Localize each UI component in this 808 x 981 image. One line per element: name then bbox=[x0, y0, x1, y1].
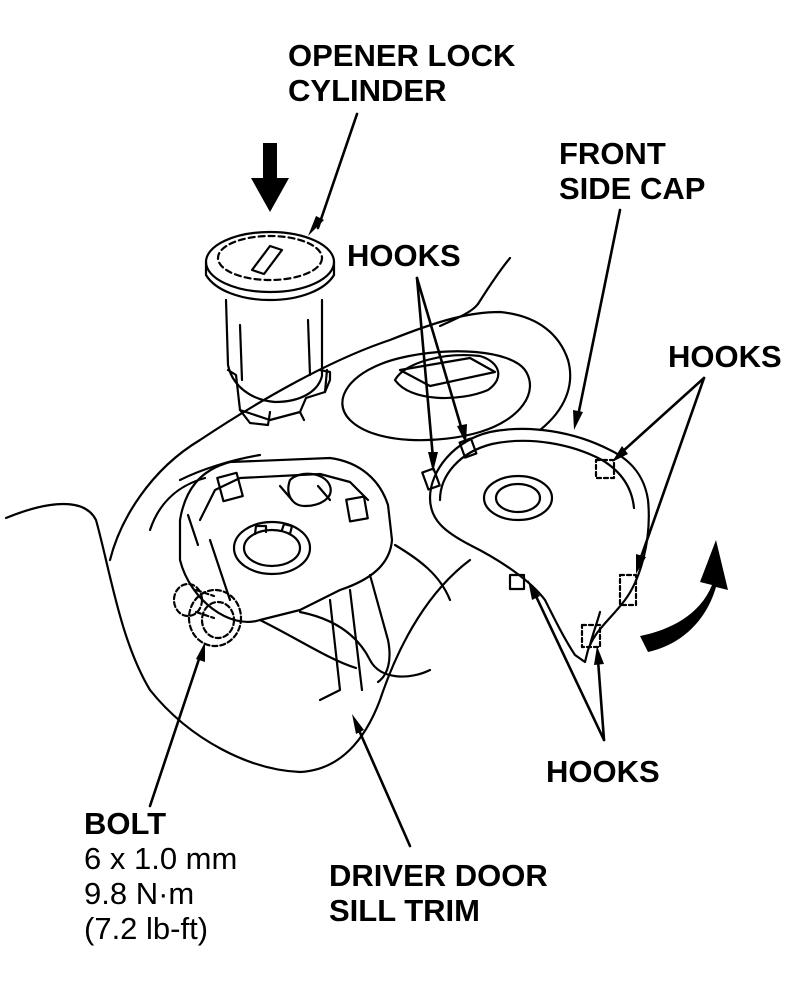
push-arrow-icon bbox=[251, 143, 289, 212]
label-hooks-upper-left: HOOKS bbox=[347, 238, 461, 273]
bolt-part bbox=[172, 582, 243, 648]
label-line: CYLINDER bbox=[288, 73, 447, 108]
bolt-spec-torque-lbft: (7.2 lb-ft) bbox=[84, 911, 209, 946]
sill-trim-part bbox=[4, 256, 572, 774]
label-text: HOOKS bbox=[347, 238, 461, 273]
label-bolt: BOLT 6 x 1.0 mm 9.8 N·m (7.2 lb-ft) bbox=[84, 806, 237, 946]
label-front-side-cap: FRONT SIDE CAP bbox=[559, 136, 705, 206]
bolt-spec-torque-nm: 9.8 N·m bbox=[84, 876, 195, 911]
label-line: DRIVER DOOR bbox=[329, 858, 548, 893]
rotate-arrow-icon bbox=[640, 540, 728, 652]
front-side-cap-part bbox=[421, 427, 650, 664]
label-line: SIDE CAP bbox=[559, 171, 706, 206]
label-line: SILL TRIM bbox=[329, 893, 480, 928]
label-line: OPENER LOCK bbox=[288, 38, 516, 73]
label-driver-door-sill-trim: DRIVER DOOR SILL TRIM bbox=[329, 858, 548, 928]
label-hooks-upper-right: HOOKS bbox=[668, 339, 782, 374]
bolt-spec-size: 6 x 1.0 mm bbox=[84, 841, 238, 876]
lock-cylinder-part bbox=[204, 230, 336, 427]
label-text: HOOKS bbox=[546, 754, 660, 789]
label-opener-lock-cylinder: OPENER LOCK CYLINDER bbox=[288, 38, 515, 108]
label-hooks-lower: HOOKS bbox=[546, 754, 660, 789]
label-text: HOOKS bbox=[668, 339, 782, 374]
leader-lines bbox=[148, 112, 706, 848]
label-line: FRONT bbox=[559, 136, 666, 171]
bolt-title: BOLT bbox=[84, 806, 167, 841]
